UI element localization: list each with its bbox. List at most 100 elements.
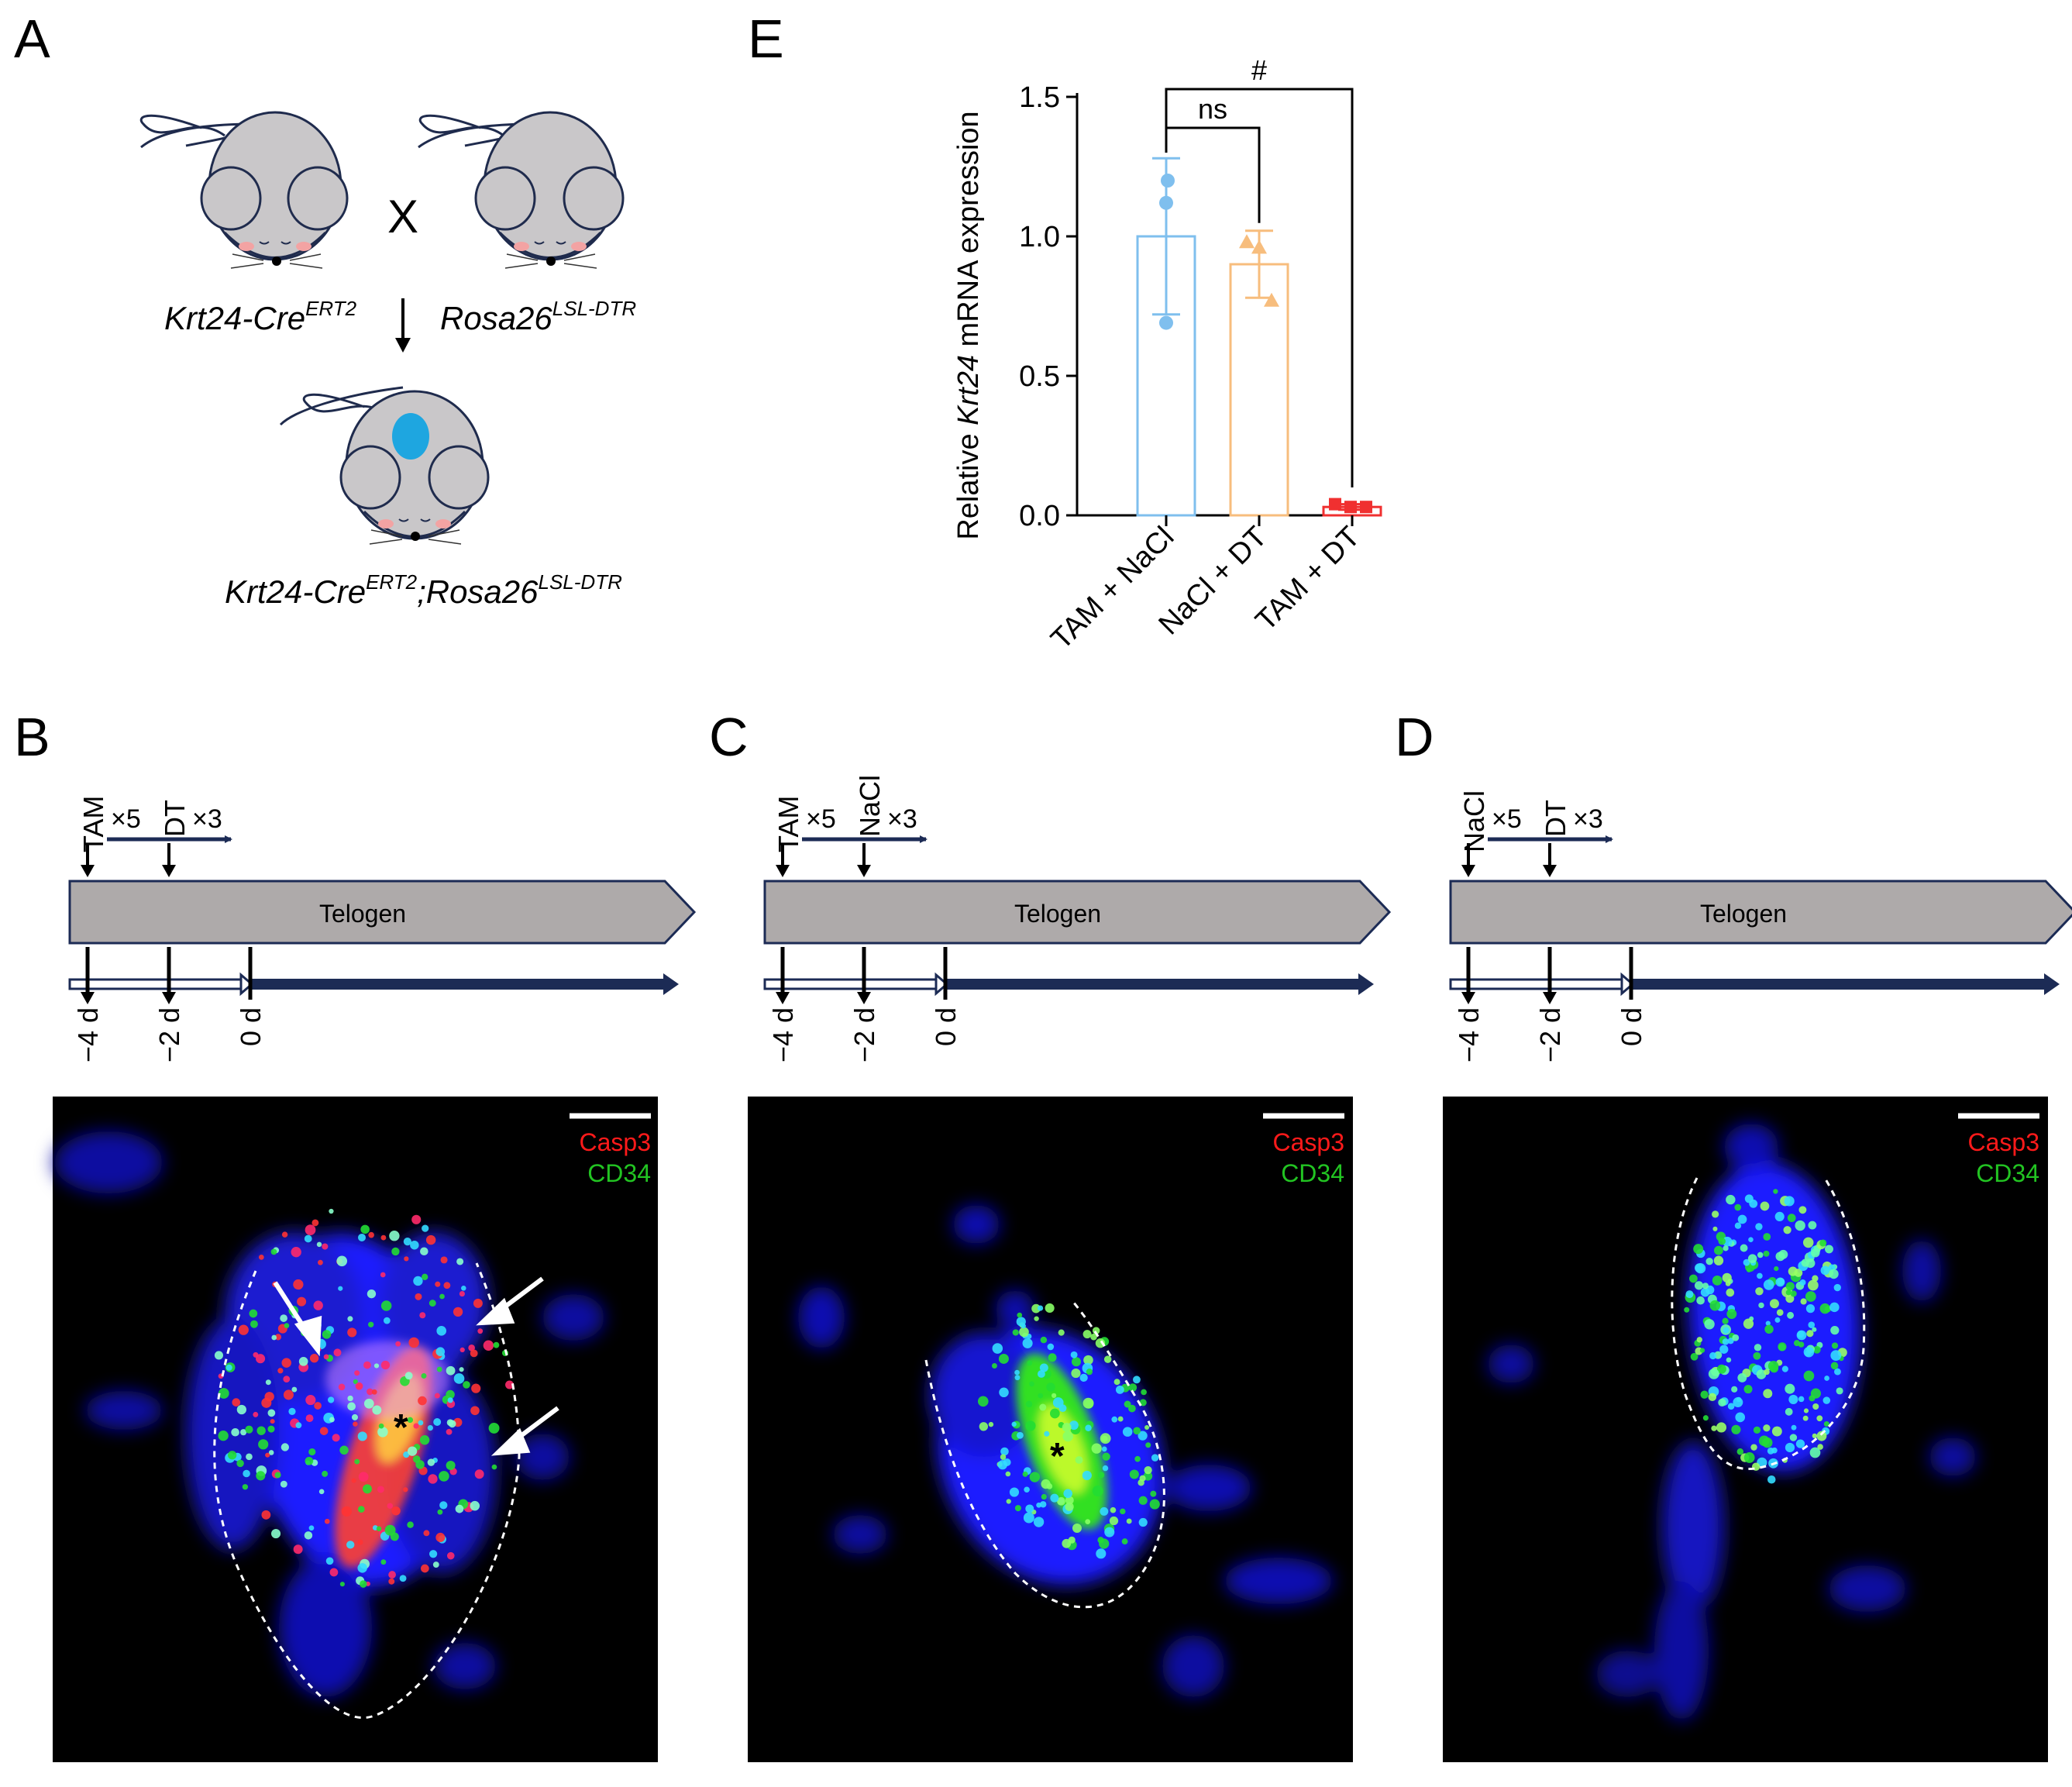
bar-1 (1229, 263, 1289, 517)
injection-arrowhead (1543, 865, 1557, 877)
day-label: −2 d (848, 1007, 880, 1062)
fluorescent-dot (1033, 1517, 1045, 1527)
fluorescent-dot (477, 1328, 484, 1334)
fluorescent-dot (1722, 1272, 1732, 1283)
fluorescent-dot (1712, 1226, 1718, 1231)
fluorescent-dot (325, 1557, 334, 1565)
fluorescent-dot (1771, 1426, 1782, 1437)
fluorescent-dot (1778, 1249, 1788, 1259)
fluorescent-dot (293, 1279, 304, 1290)
fluorescent-dot (293, 1544, 303, 1555)
fluorescent-dot (1695, 1263, 1706, 1274)
panel-label-a: A (14, 9, 50, 69)
fluorescent-dot (347, 1395, 353, 1402)
fluorescent-dot (1775, 1277, 1785, 1287)
fluorescent-dot (419, 1312, 426, 1319)
fluorescent-dot (1117, 1416, 1124, 1422)
fluorescent-dot (1138, 1431, 1148, 1441)
fluorescent-dot (1803, 1408, 1809, 1413)
fluorescent-dot (435, 1532, 446, 1542)
fluorescent-dot (346, 1541, 355, 1549)
fluorescent-dot (1795, 1220, 1805, 1231)
fluorescent-dot (258, 1255, 264, 1260)
fluorescent-dot (250, 1320, 258, 1328)
fluorescent-dot (1750, 1444, 1757, 1451)
fluorescent-dot (1014, 1505, 1021, 1512)
fluorescent-dot (258, 1439, 269, 1450)
data-point (1239, 234, 1255, 249)
fluorescent-dot (225, 1364, 232, 1371)
fluorescent-dot (1722, 1338, 1730, 1345)
fluorescent-dot (264, 1392, 274, 1402)
fluorescent-dot (1731, 1424, 1741, 1434)
fluorescent-dot (488, 1422, 500, 1434)
fluorescent-dot (304, 1531, 313, 1540)
fluorescent-dot (1050, 1493, 1059, 1503)
fluorescent-dot (474, 1469, 484, 1479)
fluorescent-dot (1021, 1324, 1026, 1329)
fluorescent-dot (407, 1417, 414, 1424)
fluorescent-dot (1778, 1342, 1787, 1351)
genotype-parent-1: Krt24-CreERT2 (164, 297, 357, 336)
fluorescent-dot (446, 1551, 455, 1560)
fluorescent-dot (1727, 1403, 1735, 1410)
fluorescent-dot (408, 1337, 419, 1348)
fluorescent-dot (280, 1480, 287, 1488)
fluorescent-dot (403, 1487, 408, 1493)
fluorescent-dot (351, 1478, 356, 1483)
fluorescent-dot (1723, 1327, 1730, 1334)
fluorescent-dot (380, 1360, 391, 1370)
fluorescent-dot (1694, 1281, 1704, 1290)
fluorescent-dot (323, 1354, 329, 1360)
fluorescent-dot (1034, 1316, 1039, 1321)
fluorescent-dot (429, 1550, 438, 1558)
fluorescent-dot (1128, 1404, 1136, 1413)
fluorescent-dot (1129, 1469, 1139, 1479)
fluorescent-dot (1774, 1211, 1785, 1221)
fluorescent-dot (1115, 1385, 1124, 1394)
fluorescent-dot (339, 1445, 349, 1455)
fluorescent-dot (319, 1427, 329, 1435)
fluorescent-dot (1705, 1257, 1713, 1265)
fluorescent-dot (1024, 1486, 1030, 1493)
fluorescent-dot (1803, 1370, 1815, 1382)
fluorescent-dot (391, 1506, 401, 1516)
fluorescent-dot (1144, 1424, 1150, 1431)
y-tick-label: 0.0 (1019, 500, 1060, 532)
fluorescent-dot (1037, 1370, 1045, 1378)
fluorescent-dot (1788, 1266, 1798, 1276)
data-point (1159, 195, 1173, 210)
fluorescent-dot (1765, 1320, 1771, 1326)
timeline-arrowhead (663, 973, 679, 995)
drug2-times-b: ×3 (192, 804, 222, 834)
fluorescent-dot (1082, 1330, 1092, 1339)
fluorescent-dot (470, 1500, 480, 1511)
fluorescent-dot (368, 1231, 374, 1238)
fluorescent-dot (998, 1353, 1009, 1364)
fluorescent-dot (413, 1276, 423, 1286)
fluorescent-dot (459, 1290, 465, 1297)
fluorescent-dot (1805, 1291, 1816, 1302)
fluorescent-dot (1820, 1265, 1830, 1276)
fluorescent-dot (271, 1529, 281, 1539)
fluorescent-dot (341, 1506, 352, 1517)
fluorescent-dot (1124, 1400, 1131, 1408)
injection-arrowhead (1461, 865, 1475, 877)
fluorescent-dot (447, 1397, 453, 1403)
fluorescent-dot (298, 1356, 308, 1366)
fluorescent-dot (1784, 1196, 1795, 1207)
fluorescent-dot (1781, 1365, 1788, 1372)
fluorescent-dot (242, 1484, 249, 1490)
panel-label-b: B (14, 707, 50, 767)
fluorescent-dot (1700, 1287, 1710, 1297)
fluorescent-dot (456, 1258, 464, 1265)
fluorescent-dot (1085, 1519, 1091, 1524)
fluorescent-dot (1819, 1239, 1827, 1247)
fluorescent-dot (1788, 1394, 1798, 1404)
fluorescent-dot (1812, 1327, 1817, 1332)
fluorescent-dot (1785, 1407, 1793, 1416)
fluorescent-dot (270, 1419, 275, 1424)
fluorescent-dot (367, 1289, 377, 1299)
